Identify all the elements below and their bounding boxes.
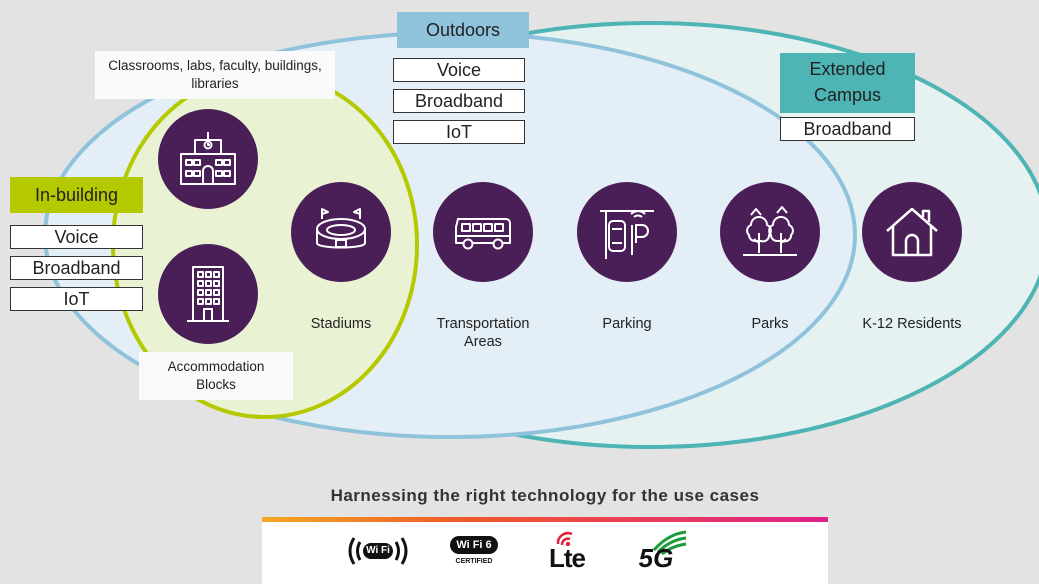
extended-campus-label: Extended Campus [780,53,915,113]
wifi-logo-text: Wi Fi [366,545,390,556]
5g-logo-text: 5G [638,543,674,573]
venue-label-parking: Parking [602,316,652,332]
school-building-icon [180,132,236,185]
apartment-block-icon [187,266,229,322]
venue-label-transportation: Transportation Areas [436,316,530,351]
venue-label-k12: K-12 Residents [862,316,962,332]
in-building-service-voice: Voice [10,225,143,249]
outdoors-service-broadband: Broadband [393,89,525,113]
in-building-service-iot: IoT [10,287,143,311]
lte-logo-text: Lte [549,543,586,573]
campus-buildings-note: Classrooms, labs, faculty, buildings, li… [95,51,335,100]
venue-label-parks: Parks [751,316,789,332]
stadium-icon [316,208,366,249]
stadium-circle [291,182,391,282]
in-building-label: In-building [10,177,143,213]
wifi6-logo-subtext: CERTIFIED [455,558,493,565]
wifi6-logo-text: Wi Fi 6 [456,539,492,551]
technology-heading: Harnessing the right technology for the … [330,486,760,505]
k12-circle [862,182,962,282]
parking-circle [577,182,677,282]
wifi-logo-icon: Wi Fi [346,534,410,568]
trees-icon [743,206,797,256]
extended-campus-service-broadband: Broadband [780,117,915,141]
gradient-divider [262,517,828,522]
outdoors-label: Outdoors [397,12,529,48]
outdoors-service-voice: Voice [393,58,525,82]
technology-logos: Wi Fi Wi Fi 6 CERTIFIED Lte 5G [262,522,828,584]
in-building-service-broadband: Broadband [10,256,143,280]
outdoors-service-iot: IoT [393,120,525,144]
venue-label-stadiums: Stadiums [310,316,372,332]
house-icon [886,207,938,257]
parks-circle [720,182,820,282]
transportation-circle [433,182,533,282]
apartment-block-circle [158,244,258,344]
bus-icon [455,218,511,250]
accommodation-note: Accommodation Blocks [139,352,293,401]
school-building-circle [158,109,258,209]
wifi6-certified-logo-icon: Wi Fi 6 CERTIFIED [450,536,498,570]
5g-logo-icon: 5G [634,526,694,576]
lte-logo-icon: Lte [542,526,592,576]
parking-icon [600,210,654,259]
